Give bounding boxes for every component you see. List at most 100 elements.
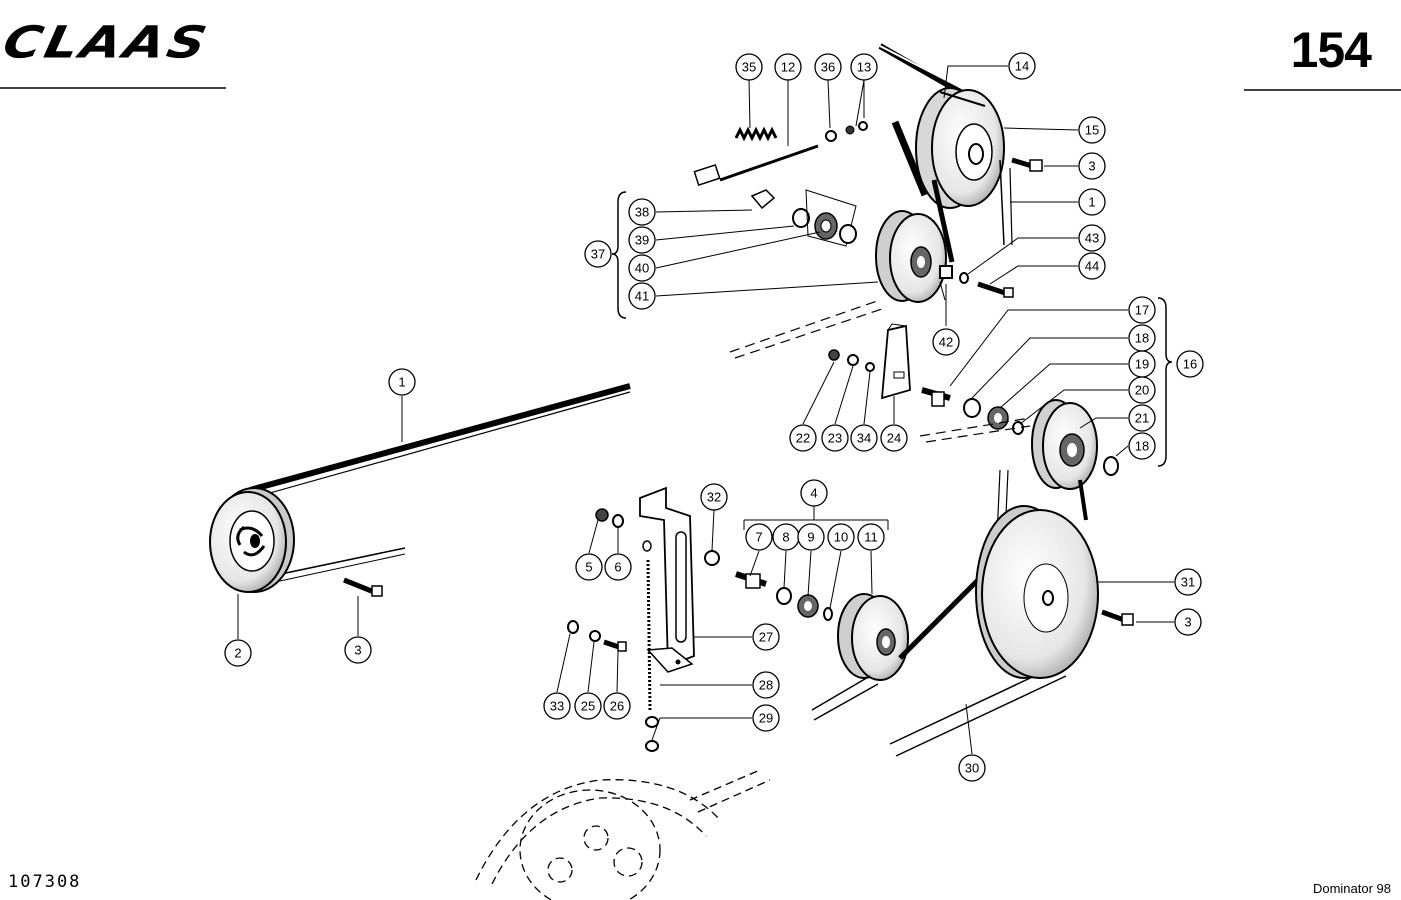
callout-label: 33 <box>550 699 564 714</box>
callout-20: 20 <box>1128 376 1156 404</box>
callout-circle <box>774 53 802 81</box>
pulley-31-and-belt-30 <box>811 469 1099 757</box>
callout-circle <box>857 523 885 551</box>
bracket-fasteners <box>567 508 720 752</box>
callout-19: 19 <box>1128 350 1156 378</box>
callout-label: 1 <box>398 375 405 390</box>
main-belt <box>249 383 631 585</box>
callout-circle <box>752 671 780 699</box>
callout-label: 37 <box>591 247 605 262</box>
callout-3: 3 <box>1078 152 1106 180</box>
callout-circle <box>1128 404 1156 432</box>
callout-circle <box>814 53 842 81</box>
callout-label: 13 <box>857 60 871 75</box>
callout-label: 41 <box>635 289 649 304</box>
callout-label: 1 <box>1088 195 1095 210</box>
callout-39: 39 <box>628 226 656 254</box>
callout-5: 5 <box>575 553 603 581</box>
callout-circle <box>574 692 602 720</box>
callout-25: 25 <box>574 692 602 720</box>
callout-8: 8 <box>772 523 800 551</box>
callout-circle <box>735 53 763 81</box>
callout-circle <box>628 198 656 226</box>
callout-label: 40 <box>635 261 649 276</box>
callout-label: 15 <box>1085 123 1099 138</box>
callout-1: 1 <box>388 368 416 396</box>
tension-bracket-27 <box>639 486 695 711</box>
callout-11: 11 <box>857 523 885 551</box>
callout-label: 6 <box>614 560 621 575</box>
idler-assembly-16 <box>919 387 1119 490</box>
callout-label: 10 <box>834 530 848 545</box>
callout-44: 44 <box>1078 252 1106 280</box>
callout-label: 31 <box>1181 575 1195 590</box>
callout-circle <box>344 636 372 664</box>
callout-35: 35 <box>735 53 763 81</box>
callout-circle <box>932 328 960 356</box>
callout-label: 7 <box>755 530 762 545</box>
callout-circle <box>752 623 780 651</box>
tension-spring-assembly <box>693 121 868 187</box>
callout-circle <box>1008 52 1036 80</box>
callout-circle <box>575 553 603 581</box>
header-rules <box>0 87 1401 91</box>
callout-circle <box>388 368 416 396</box>
callout-4: 4 <box>800 479 828 507</box>
callout-18: 18 <box>1128 432 1156 460</box>
callout-circle <box>752 704 780 732</box>
callout-2: 2 <box>224 639 252 667</box>
callout-circle <box>628 254 656 282</box>
callout-37: 37 <box>584 240 612 268</box>
callout-label: 8 <box>782 530 789 545</box>
callout-23: 23 <box>821 424 849 452</box>
callout-circle <box>827 523 855 551</box>
callout-circle <box>628 282 656 310</box>
callout-42: 42 <box>932 328 960 356</box>
callout-circle <box>789 424 817 452</box>
callout-circle <box>1128 296 1156 324</box>
callout-circle <box>1128 432 1156 460</box>
callout-circle <box>1078 252 1106 280</box>
callout-circle <box>745 523 773 551</box>
callout-circle <box>958 754 986 782</box>
callout-label: 9 <box>807 530 814 545</box>
callout-41: 41 <box>628 282 656 310</box>
callout-15: 15 <box>1078 116 1106 144</box>
callout-circle <box>797 523 825 551</box>
callout-32: 32 <box>700 483 728 511</box>
callout-circle <box>1174 568 1202 596</box>
callout-27: 27 <box>752 623 780 651</box>
callout-label: 5 <box>585 560 592 575</box>
callout-6: 6 <box>604 553 632 581</box>
pulley-15 <box>915 87 1005 209</box>
callout-circle <box>850 53 878 81</box>
callout-label: 25 <box>581 699 595 714</box>
page-number: 154 <box>1290 22 1372 78</box>
callout-label: 11 <box>864 530 878 545</box>
callout-circle <box>584 240 612 268</box>
callout-label: 18 <box>1135 331 1149 346</box>
callout-circle <box>800 479 828 507</box>
callout-leaders <box>237 65 1174 755</box>
callout-label: 43 <box>1085 231 1099 246</box>
callout-label: 28 <box>759 678 773 693</box>
callout-34: 34 <box>850 424 878 452</box>
callout-3: 3 <box>344 636 372 664</box>
callout-43: 43 <box>1078 224 1106 252</box>
callout-circle <box>700 483 728 511</box>
callout-circle <box>1078 116 1106 144</box>
callout-label: 16 <box>1183 357 1197 372</box>
callout-17: 17 <box>1128 296 1156 324</box>
callout-10: 10 <box>827 523 855 551</box>
callout-circle <box>224 639 252 667</box>
bolt-3-upper <box>1011 157 1043 172</box>
callout-circle <box>1128 376 1156 404</box>
idler-assembly-37 <box>729 189 947 359</box>
callout-label: 14 <box>1015 59 1029 74</box>
belt-15-to-41 <box>931 159 1013 263</box>
callout-label: 21 <box>1135 411 1149 426</box>
callout-9: 9 <box>797 523 825 551</box>
